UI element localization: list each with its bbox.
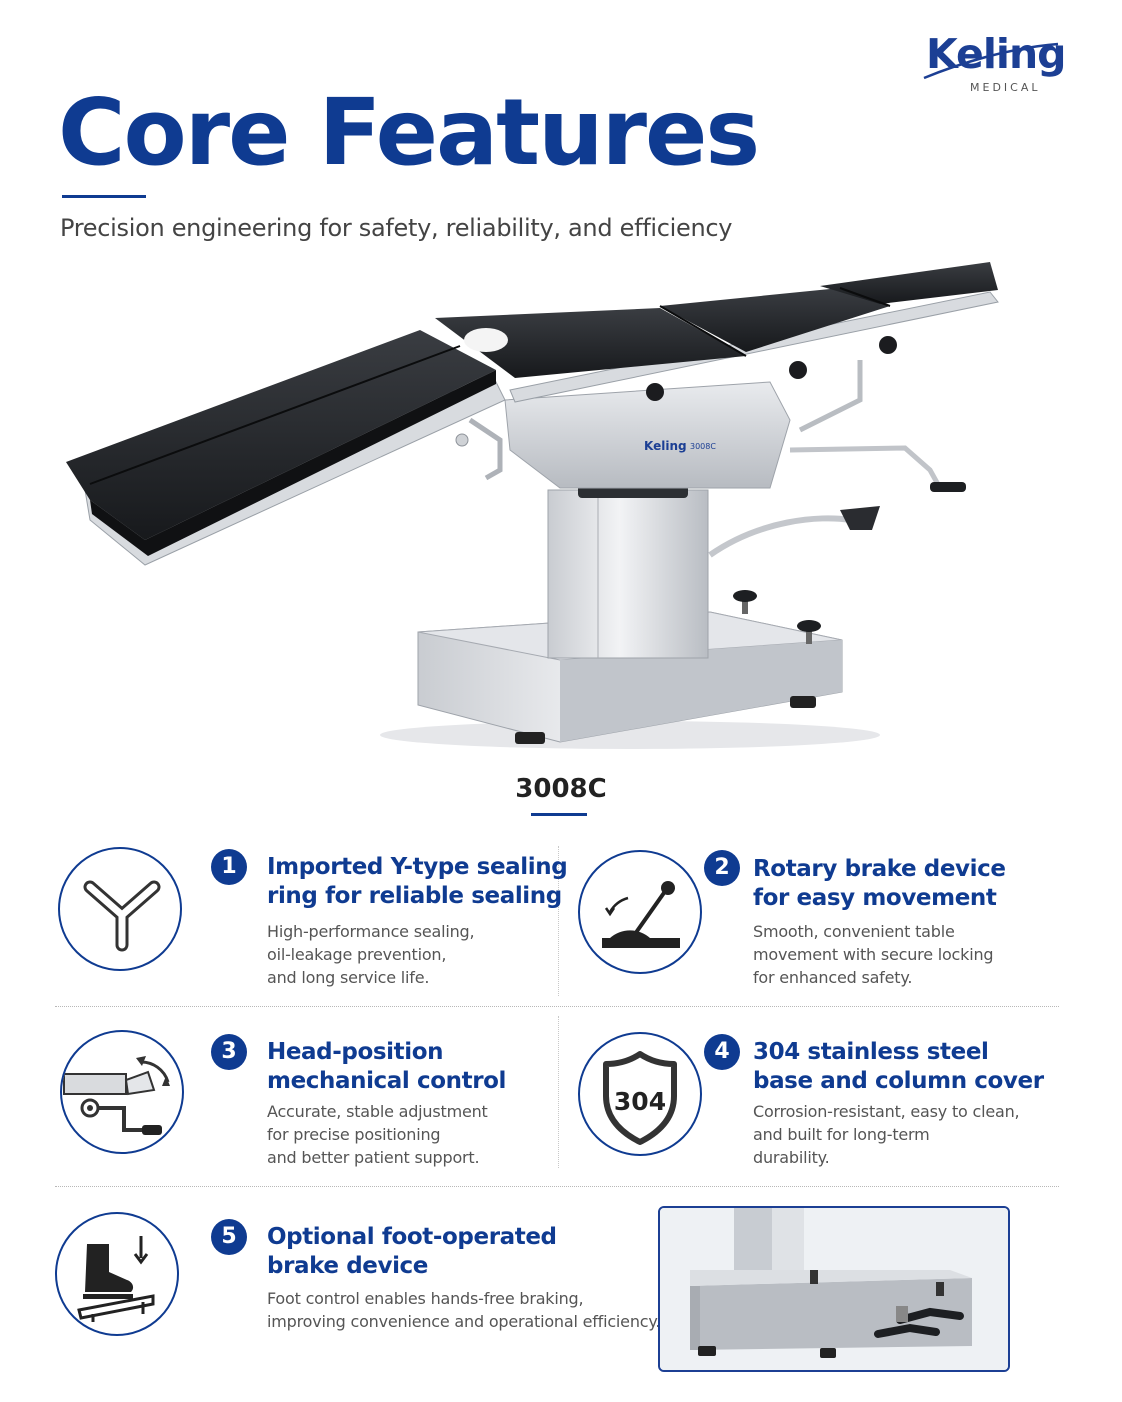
lever-icon [578,850,702,974]
grid-divider-vertical-2 [558,1016,559,1168]
title-underline [62,195,146,198]
brand-logo: Keling MEDICAL [918,34,1078,100]
logo-tagline: MEDICAL [970,81,1041,94]
grid-divider-horizontal-2 [55,1186,1059,1187]
grid-divider-vertical-1 [558,846,559,996]
feature-1-description: High-performance sealing,oil-leakage pre… [267,922,475,987]
logo-swoosh-icon [923,42,1059,80]
page-title: Core Features [58,79,760,186]
y-seal-icon [58,847,182,971]
logo-wordmark: Keling [926,30,1067,78]
model-underline [531,813,587,816]
table-model-plate: 3008C [690,442,716,451]
feature-4-description: Corrosion-resistant, easy to clean,and b… [753,1102,1020,1167]
shield-304-label: 304 [614,1087,666,1116]
feature-5-description: Foot control enables hands-free braking,… [267,1289,661,1331]
grid-divider-horizontal-1 [55,1006,1059,1007]
page-subtitle: Precision engineering for safety, reliab… [60,214,733,242]
feature-5-number-badge: 5 [211,1219,247,1255]
feature-2-number-badge: 2 [704,850,740,886]
head-control-icon [60,1030,184,1154]
operating-table-illustration: Keling 3008C [66,262,999,749]
feature-1-number-badge: 1 [211,849,247,885]
feature-3-number-badge: 3 [211,1034,247,1070]
foot-brake-detail-image [658,1206,1010,1372]
shield-304-icon: 304 [578,1032,702,1156]
svg-text:Keling: Keling [644,439,687,453]
foot-brake-icon [55,1212,179,1336]
product-model-label: 3008C [515,774,607,804]
feature-4-number-badge: 4 [704,1034,740,1070]
